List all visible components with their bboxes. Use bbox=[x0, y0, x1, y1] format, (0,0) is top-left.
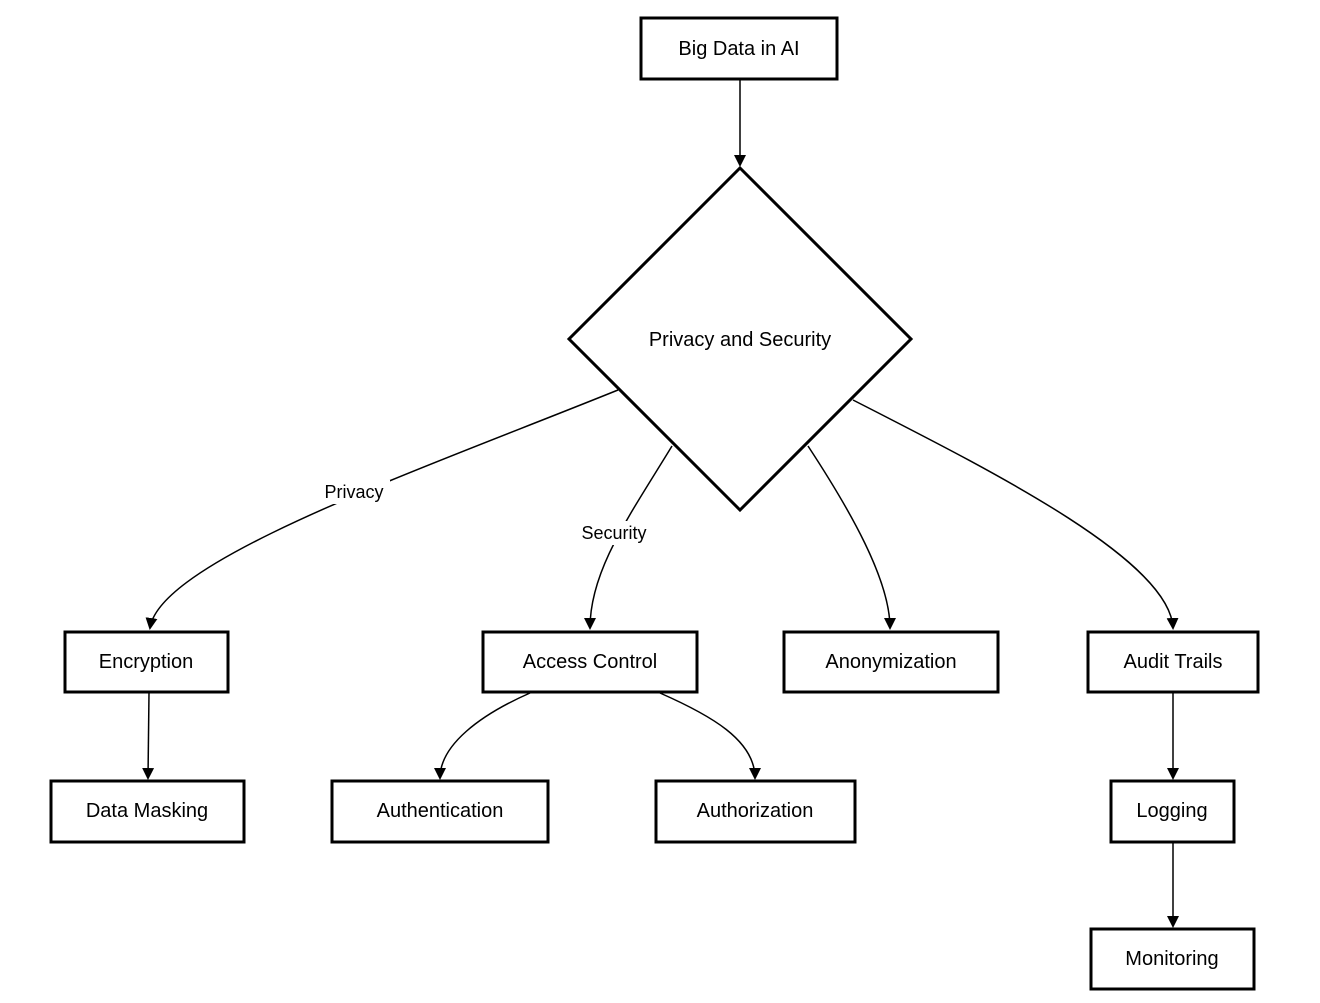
node-monitoring[interactable]: Monitoring bbox=[1089, 927, 1256, 991]
node-logging[interactable]: Logging bbox=[1109, 779, 1236, 844]
edge-privacy-security-to-anonymization bbox=[807, 445, 896, 630]
node-audit-trails-label: Audit Trails bbox=[1124, 651, 1223, 673]
node-access-control-label: Access Control bbox=[523, 651, 658, 673]
edge-label-privacy-text: Privacy bbox=[324, 482, 383, 502]
node-data-masking[interactable]: Data Masking bbox=[49, 779, 246, 844]
node-monitoring-label: Monitoring bbox=[1125, 948, 1218, 970]
edge-access-control-to-authorization bbox=[659, 692, 761, 780]
node-anonymization[interactable]: Anonymization bbox=[782, 630, 1000, 694]
edge-label-privacy: Privacy bbox=[318, 480, 390, 504]
edges bbox=[142, 80, 1179, 928]
edge-encryption-to-data-masking bbox=[142, 692, 155, 780]
node-encryption-label: Encryption bbox=[99, 651, 194, 673]
edge-privacy-security-to-audit-trails bbox=[852, 399, 1179, 630]
node-access-control[interactable]: Access Control bbox=[481, 630, 699, 694]
node-authentication-label: Authentication bbox=[377, 800, 504, 822]
node-data-masking-label: Data Masking bbox=[86, 800, 208, 822]
nodes: Big Data in AI Privacy and Security Encr… bbox=[49, 16, 1260, 991]
node-anonymization-label: Anonymization bbox=[825, 651, 956, 673]
edge-label-security-text: Security bbox=[581, 523, 646, 543]
edge-label-security: Security bbox=[574, 521, 654, 545]
node-authorization-label: Authorization bbox=[697, 800, 814, 822]
node-logging-label: Logging bbox=[1136, 800, 1207, 822]
node-audit-trails[interactable]: Audit Trails bbox=[1086, 630, 1260, 694]
node-authorization[interactable]: Authorization bbox=[654, 779, 857, 844]
node-encryption[interactable]: Encryption bbox=[63, 630, 230, 694]
node-big-data-in-ai[interactable]: Big Data in AI bbox=[639, 16, 839, 81]
edge-labels: Privacy Security bbox=[318, 480, 654, 545]
node-privacy-and-security[interactable]: Privacy and Security bbox=[566, 165, 914, 513]
edge-privacy-security-to-encryption bbox=[145, 389, 619, 630]
node-authentication[interactable]: Authentication bbox=[330, 779, 550, 844]
node-big-data-in-ai-label: Big Data in AI bbox=[678, 38, 799, 60]
node-privacy-and-security-label: Privacy and Security bbox=[649, 329, 831, 351]
edge-access-control-to-authentication bbox=[434, 692, 531, 780]
